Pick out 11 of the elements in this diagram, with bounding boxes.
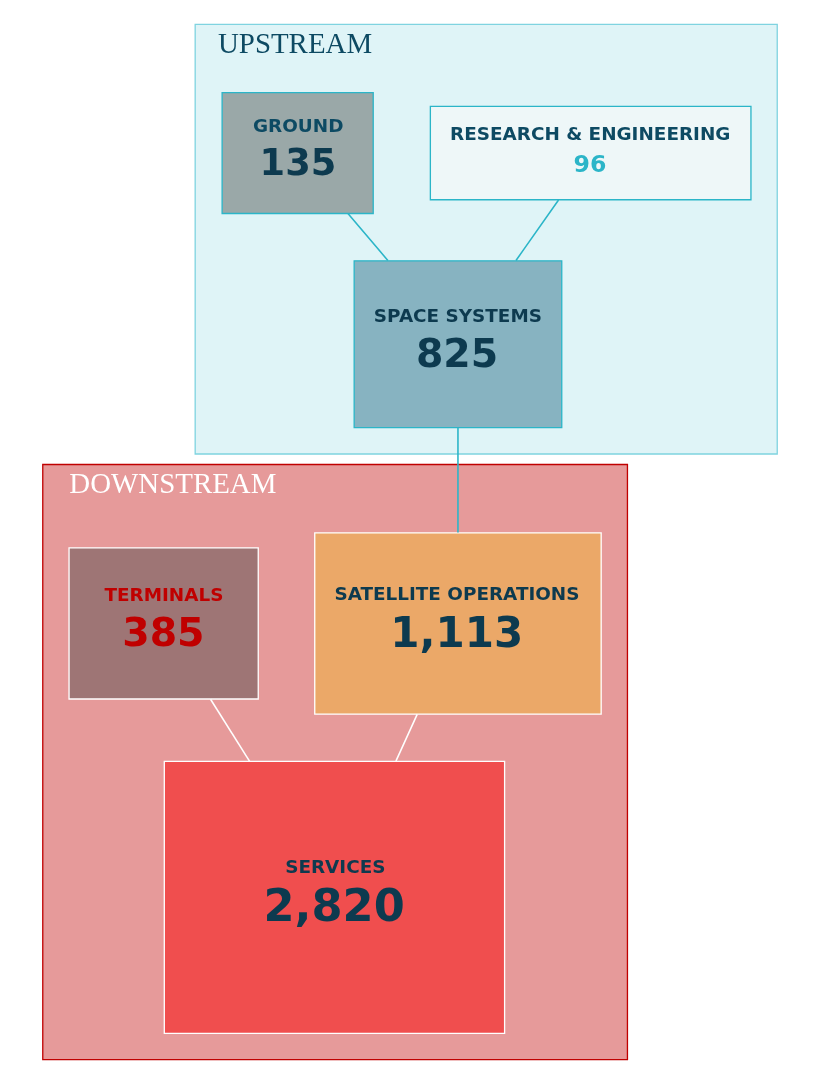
node-box: SATELLITE OPERATIONS 1,113 bbox=[314, 532, 602, 715]
node-box: RESEARCH & ENGINEERING 96 bbox=[429, 105, 752, 201]
node-box: GROUND 135 bbox=[221, 92, 374, 215]
connector bbox=[395, 713, 418, 762]
connector bbox=[209, 698, 251, 763]
node-box: SERVICES 2,820 bbox=[163, 760, 506, 1035]
connector bbox=[515, 199, 560, 262]
node-box: SPACE SYSTEMS 825 bbox=[353, 260, 563, 429]
connector bbox=[457, 427, 459, 534]
node-box: TERMINALS 385 bbox=[68, 547, 259, 700]
connector bbox=[347, 212, 389, 262]
